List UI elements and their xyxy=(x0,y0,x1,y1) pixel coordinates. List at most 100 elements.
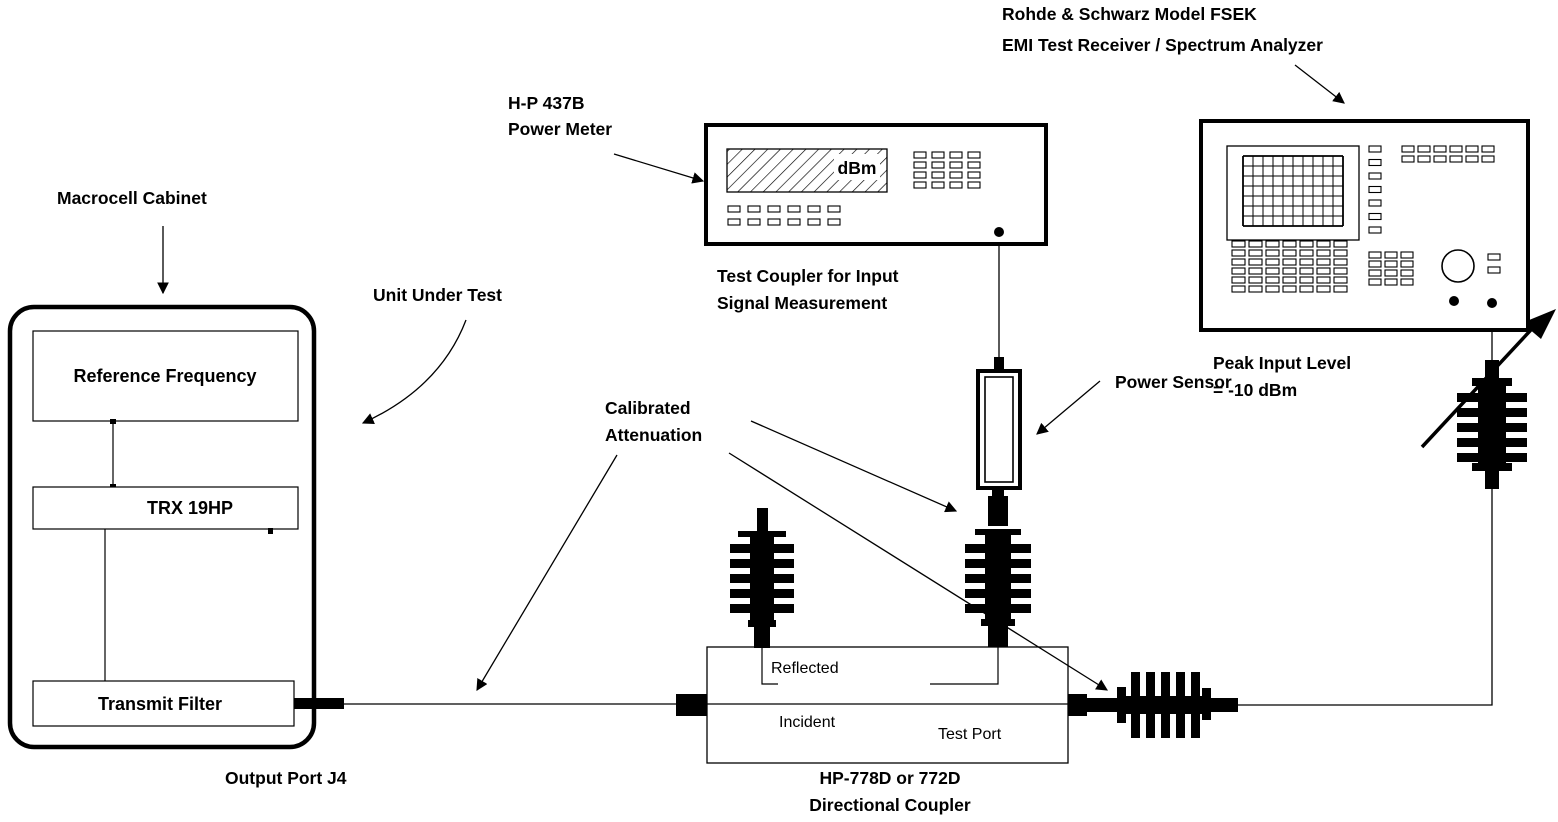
reference-frequency-label: Reference Frequency xyxy=(73,366,256,386)
instrument-key xyxy=(1368,269,1382,277)
instrument-key xyxy=(1265,267,1280,275)
instrument-key xyxy=(1316,276,1331,284)
power-sensor xyxy=(976,357,1022,498)
output-port-j4-connector xyxy=(294,698,344,709)
instrument-key xyxy=(1299,267,1314,275)
instrument-key xyxy=(1487,266,1501,274)
instrument-key xyxy=(1368,185,1382,194)
instrument-key xyxy=(1231,276,1246,284)
variable-arrow-shaft xyxy=(1420,316,1544,449)
coupler-input-connector xyxy=(676,694,707,716)
instrument-key xyxy=(1333,276,1348,284)
transmit-filter-box: Transmit Filter xyxy=(32,680,295,727)
instrument-key xyxy=(1401,155,1415,163)
instrument-key xyxy=(1265,249,1280,257)
instrument-key xyxy=(787,218,801,226)
power-meter-arrow xyxy=(613,153,705,184)
instrument-key xyxy=(1368,145,1382,153)
instrument-key xyxy=(1265,240,1280,248)
instrument-key xyxy=(1384,278,1398,286)
instrument-key xyxy=(1248,267,1263,275)
instrument-key xyxy=(747,218,761,226)
attenuator-output-path xyxy=(1085,672,1238,738)
instrument-key xyxy=(1231,267,1246,275)
instrument-key xyxy=(913,161,927,169)
incident-arm xyxy=(930,647,999,685)
analyzer-port-1 xyxy=(1449,296,1459,306)
analyzer-arrow xyxy=(1294,64,1345,104)
instrument-key xyxy=(1248,249,1263,257)
instrument-key xyxy=(767,205,781,213)
instrument-key xyxy=(1231,258,1246,266)
test-port-label: Test Port xyxy=(938,726,1002,743)
analyzer-screen-grid xyxy=(1242,155,1344,227)
coupler-model-label: HP-778D or 772D xyxy=(819,768,960,788)
instrument-key xyxy=(931,161,945,169)
instrument-key xyxy=(1282,276,1297,284)
uut-label: Unit Under Test xyxy=(373,285,502,305)
instrument-key xyxy=(1384,260,1398,268)
instrument-key xyxy=(967,151,981,159)
transmit-filter-label: Transmit Filter xyxy=(98,694,222,714)
coupler-desc-label: Directional Coupler xyxy=(809,795,971,815)
instrument-key xyxy=(1333,240,1348,248)
instrument-key xyxy=(1401,145,1415,153)
instrument-key xyxy=(1265,258,1280,266)
instrument-key xyxy=(1231,240,1246,248)
hp437-model-label: H-P 437B xyxy=(508,93,585,113)
instrument-key xyxy=(1248,276,1263,284)
instrument-key xyxy=(1248,240,1263,248)
instrument-key xyxy=(1417,155,1431,163)
instrument-key xyxy=(1433,155,1447,163)
instrument-key xyxy=(931,171,945,179)
instrument-key xyxy=(1333,285,1348,293)
instrument-key xyxy=(1449,155,1463,163)
instrument-key xyxy=(1368,172,1382,180)
instrument-key xyxy=(1481,155,1495,163)
analyzer-port-2 xyxy=(1487,298,1497,308)
cal-atten-label-1: Calibrated xyxy=(605,398,691,418)
instrument-key xyxy=(1368,278,1382,286)
instrument-key xyxy=(913,151,927,159)
instrument-key xyxy=(1384,269,1398,277)
instrument-key xyxy=(1368,251,1382,259)
instrument-key xyxy=(1282,240,1297,248)
instrument-key xyxy=(1248,285,1263,293)
instrument-key xyxy=(1316,240,1331,248)
rs-fsek-spectrum-analyzer xyxy=(1199,119,1530,332)
reference-frequency-box: Reference Frequency xyxy=(32,330,299,422)
instrument-key xyxy=(1417,145,1431,153)
instrument-key xyxy=(1368,226,1382,234)
instrument-key xyxy=(1299,285,1314,293)
instrument-key xyxy=(1400,251,1414,259)
instrument-key xyxy=(1316,267,1331,275)
instrument-key xyxy=(949,151,963,159)
instrument-key xyxy=(1299,249,1314,257)
instrument-key xyxy=(1299,258,1314,266)
peak-level-label-2: = -10 dBm xyxy=(1213,380,1297,400)
power-meter-keypad xyxy=(727,151,981,226)
instrument-key xyxy=(967,161,981,169)
instrument-key xyxy=(1265,276,1280,284)
test-coupler-label-1: Test Coupler for Input xyxy=(717,266,899,286)
instrument-key xyxy=(1282,249,1297,257)
trx-box: TRX 19HP xyxy=(32,486,299,530)
instrument-key xyxy=(1299,240,1314,248)
peak-level-label-1: Peak Input Level xyxy=(1213,353,1351,373)
instrument-key xyxy=(727,205,741,213)
hp437-desc-label: Power Meter xyxy=(508,119,612,139)
instrument-key xyxy=(1333,258,1348,266)
instrument-key xyxy=(1316,258,1331,266)
analyzer-keypad xyxy=(1231,145,1501,293)
analyzer-tuning-knob xyxy=(1441,249,1475,283)
power-meter-input-port xyxy=(994,227,1004,237)
macrocell-label: Macrocell Cabinet xyxy=(57,188,207,208)
attenuator-reflected-termination xyxy=(730,508,794,648)
rs-desc-label: EMI Test Receiver / Spectrum Analyzer xyxy=(1002,35,1323,55)
instrument-key xyxy=(807,218,821,226)
instrument-key xyxy=(727,218,741,226)
display-unit-dbm: dBm xyxy=(838,158,877,178)
instrument-key xyxy=(807,205,821,213)
cal-atten-arrow-2 xyxy=(750,420,958,513)
